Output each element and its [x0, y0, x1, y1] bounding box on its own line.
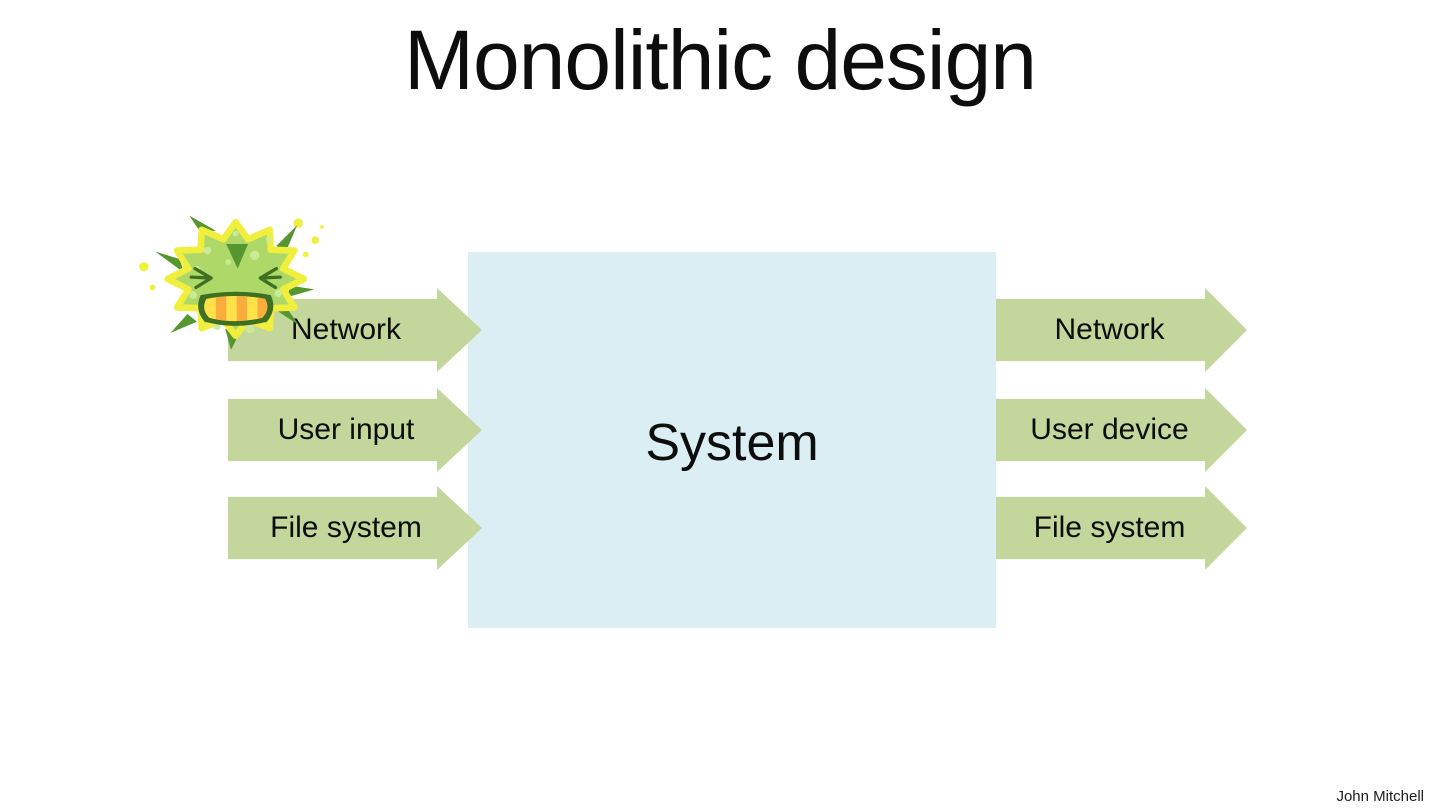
page-title: Monolithic design [403, 13, 1037, 107]
output-arrow-network: Network [996, 288, 1247, 372]
input-arrow-user-input-label: User input [277, 413, 415, 446]
virus-horn [226, 243, 249, 269]
virus-icon [139, 215, 324, 350]
system-box-label: System [645, 414, 819, 472]
virus-mouth [198, 291, 274, 326]
system-box: System [468, 252, 996, 628]
virus-spots [189, 230, 283, 333]
virus-eyes [189, 266, 282, 290]
output-arrow-network-label: Network [1054, 313, 1165, 346]
output-arrow-file-system: File system [996, 486, 1247, 570]
input-arrow-file-system-label: File system [270, 511, 422, 544]
input-arrow-file-system: File system [228, 486, 482, 570]
output-arrow-user-device-label: User device [1030, 413, 1189, 446]
input-arrow-network-label: Network [290, 313, 402, 346]
output-arrow-user-device: User device [996, 388, 1247, 472]
output-arrow-file-system-label: File system [1033, 511, 1186, 544]
input-arrow-user-input: User input [228, 388, 482, 472]
virus-spore-dots [139, 218, 324, 291]
attribution: John Mitchell [1336, 788, 1424, 805]
